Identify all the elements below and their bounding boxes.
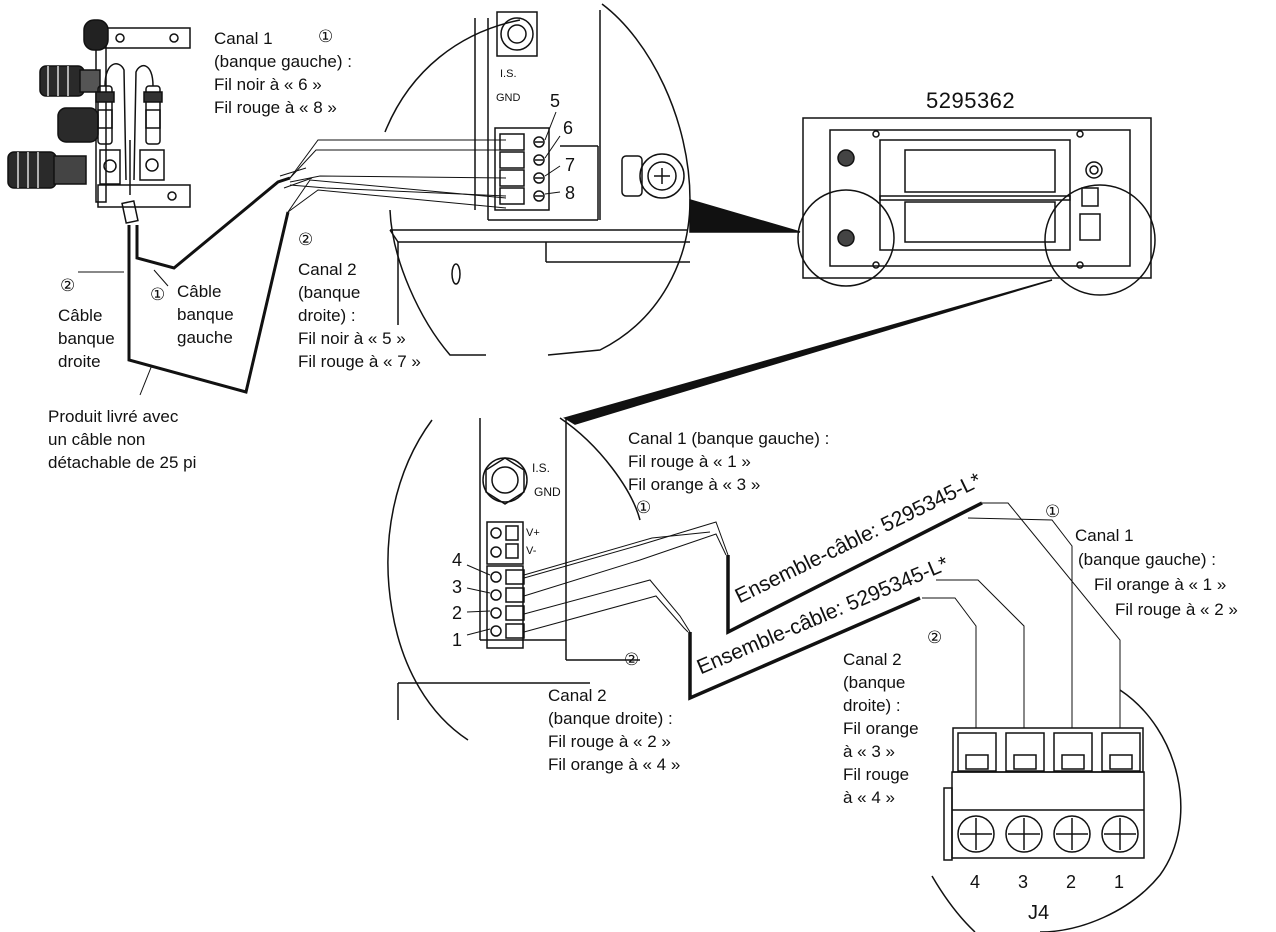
ch1-top-title: Canal 1 [214,29,273,48]
sensor-knob [57,107,99,143]
ch2-bottom-marker: ② [624,650,640,669]
ch1-top-line: Fil noir à « 6 » [214,75,322,94]
ch2-top-line: droite) : [298,306,356,325]
top-panel-is: I.S. [500,68,517,80]
ch1-right-line: Fil orange à « 1 » [1094,575,1227,594]
j4-pin-1: 1 [1114,872,1125,892]
cable-assembly-2 [688,596,921,701]
ch1-top-line: Fil rouge à « 8 » [214,98,337,117]
bottom-panel-vminus: V- [526,545,537,557]
cable-right-marker: ② [60,276,76,295]
cable-right-line: droite [58,352,101,371]
top-pin-5: 5 [550,91,561,111]
product-note-line: détachable de 25 pi [48,453,197,472]
bottom-wires [523,521,729,633]
cable-left-bank [135,176,291,270]
panel-screw [621,153,685,199]
ch2-right-line: (banque [843,673,906,692]
ch2-right-line: à « 3 » [843,742,895,761]
bottom-panel-gnd: GND [534,485,561,499]
ch2-bottom-line: Fil rouge à « 2 » [548,732,671,751]
ch2-top-line: Fil rouge à « 7 » [298,352,421,371]
bottom-pin-1: 1 [452,630,463,650]
bottom-magnified-view [387,417,641,741]
bottom-pin-4: 4 [452,550,463,570]
ch2-right-line: Fil orange [843,719,919,738]
magnifier-beam-bottom [563,279,1053,425]
ch1-bottom-line: Fil orange à « 3 » [628,475,761,494]
j4-pin-4: 4 [970,872,981,892]
ch1-marker-top: ① [318,27,334,46]
top-terminal-block [494,127,550,211]
ch2-bottom-line: (banque droite) : [548,709,673,728]
j4-pin-2: 2 [1066,872,1077,892]
j4-wires [922,502,1121,728]
power-terminal-block [486,521,524,565]
cable-left-line: Câble [177,282,222,301]
ch1-right-line: (banque gauche) : [1078,550,1216,569]
cable-right-line: banque [58,329,115,348]
top-pin-8: 8 [565,183,576,203]
ch2-right-line: Fil rouge [843,765,910,784]
product-note-line: Produit livré avec [48,407,179,426]
top-pin-7: 7 [565,155,576,175]
ch1-top-line: (banque gauche) : [214,52,352,71]
ch2-right-line: droite) : [843,696,901,715]
sensor-knob [7,151,87,189]
cable-assembly-1 [726,501,983,635]
ch2-top-title: Canal 2 [298,260,357,279]
bottom-panel-is: I.S. [532,461,551,475]
ch2-bottom-title: Canal 2 [548,686,607,705]
magnifier-beam-top [689,199,801,233]
bottom-pin-3: 3 [452,577,463,597]
bottom-panel-vplus: V+ [526,527,540,539]
cable-right-bank [127,211,290,394]
cable-right-line: Câble [58,306,103,325]
cable-left-marker: ① [150,285,166,304]
enclosure-front-view [797,117,1156,296]
ch1-right-marker: ① [1045,502,1061,521]
ch1-bottom-line: Fil rouge à « 1 » [628,452,751,471]
ch1-bottom-title: Canal 1 (banque gauche) : [628,429,830,448]
top-magnified-view [384,3,691,356]
part-number: 5295362 [926,88,1016,113]
cable-left-line: banque [177,305,234,324]
ch2-right-title: Canal 2 [843,650,902,669]
ch2-top-line: Fil noir à « 5 » [298,329,406,348]
j4-connector [931,689,1182,932]
ch2-right-marker: ② [927,628,943,647]
sensor-knob [39,65,101,97]
j4-label: J4 [1028,902,1050,924]
bottom-terminal-block [486,565,524,649]
bottom-pin-2: 2 [452,603,463,623]
cable-left-line: gauche [177,328,233,347]
product-note-line: un câble non [48,430,146,449]
sensor-bracket [7,19,191,224]
top-pin-6: 6 [563,118,574,138]
j4-pin-3: 3 [1018,872,1029,892]
ch2-top-line: (banque [298,283,361,302]
top-wires [279,139,507,213]
ch2-right-line: à « 4 » [843,788,895,807]
ch2-marker-top: ② [298,230,314,249]
top-panel-gnd: GND [496,92,521,104]
ch1-right-line: Fil rouge à « 2 » [1115,600,1238,619]
ch1-right-title: Canal 1 [1075,526,1134,545]
ch1-bottom-marker: ① [636,498,652,517]
ch2-bottom-line: Fil orange à « 4 » [548,755,681,774]
